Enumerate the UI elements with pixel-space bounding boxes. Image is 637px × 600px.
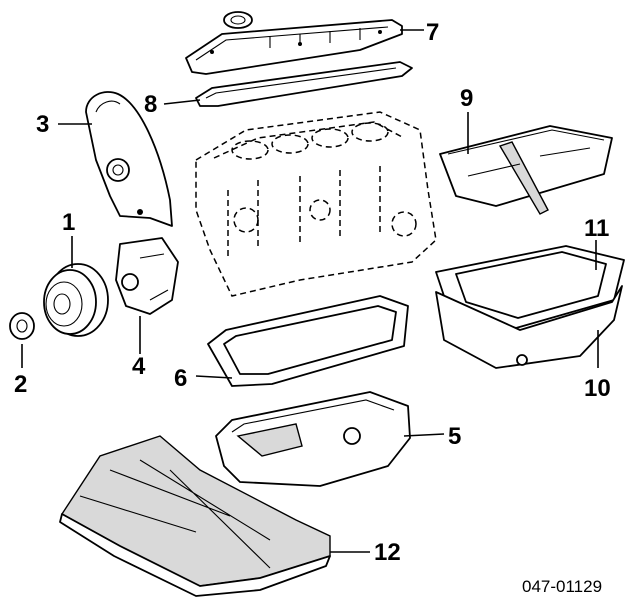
engine-block-outline <box>195 111 437 297</box>
callout-9: 9 <box>460 85 473 112</box>
crankshaft-pulley <box>43 263 109 337</box>
callout-6: 6 <box>174 365 187 392</box>
oil-pan-upper <box>439 125 613 215</box>
callout-11: 11 <box>584 215 609 242</box>
callout-7: 7 <box>426 19 439 46</box>
callout-10: 10 <box>584 375 611 402</box>
callout-12: 12 <box>374 539 401 566</box>
oil-pan-right <box>435 285 623 369</box>
callout-5: 5 <box>448 423 461 450</box>
callout-4: 4 <box>132 353 146 380</box>
callout-8: 8 <box>144 91 157 118</box>
engine-under-cover <box>59 435 331 597</box>
leader-8 <box>163 99 201 105</box>
leader-5 <box>403 433 445 437</box>
drawing-number: 047-01129 <box>522 577 602 596</box>
cylinder-head-cover <box>185 11 403 75</box>
upper-timing-cover <box>85 91 173 227</box>
leader-6 <box>195 375 233 379</box>
lower-timing-cover <box>115 237 179 315</box>
callout-2: 2 <box>14 371 27 398</box>
leader-lines <box>21 29 599 553</box>
callout-1: 1 <box>62 209 75 236</box>
oil-pan-center <box>215 391 411 487</box>
callout-3: 3 <box>36 111 49 138</box>
pulley-bolt <box>9 312 35 340</box>
head-cover-gasket <box>195 61 413 107</box>
oil-pan-gasket-center <box>207 295 409 387</box>
